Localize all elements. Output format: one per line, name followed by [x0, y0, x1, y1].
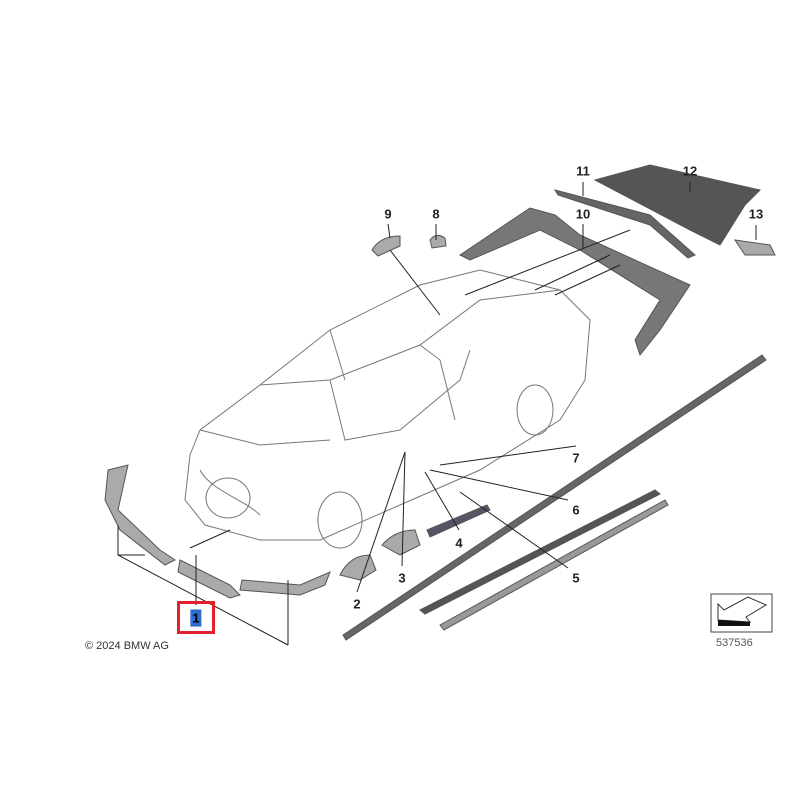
leader-lines: [117, 182, 757, 646]
part-11-lip: [553, 189, 696, 259]
selected-callout-highlight: [177, 601, 215, 634]
part-9-cover: [371, 235, 401, 257]
callout-7[interactable]: 7: [572, 450, 580, 466]
part-1-lip-center: [177, 559, 241, 599]
callout-6[interactable]: 6: [572, 502, 580, 518]
callout-2[interactable]: 2: [353, 596, 361, 612]
callout-label: 1: [190, 609, 202, 627]
callout-12[interactable]: 12: [682, 163, 698, 179]
part-6-stripe: [419, 489, 661, 615]
part-5-stripe: [439, 499, 669, 631]
orientation-icon: [710, 593, 773, 633]
callout-5[interactable]: 5: [572, 570, 580, 586]
part-13-cap: [733, 239, 776, 256]
part-10-diffuser: [459, 207, 691, 357]
part-3-mirror-cap: [381, 529, 421, 556]
callout-10[interactable]: 10: [575, 206, 591, 222]
part-shapes: [104, 164, 776, 641]
part-2-mirror-cap: [339, 554, 377, 581]
part-1-lip-left: [104, 464, 176, 566]
callout-11[interactable]: 11: [576, 163, 590, 179]
diagram-reference-number: 537536: [716, 637, 753, 649]
part-12-spoiler: [593, 164, 761, 246]
callout-4[interactable]: 4: [455, 535, 463, 551]
callout-3[interactable]: 3: [398, 570, 406, 586]
callout-8[interactable]: 8: [432, 206, 440, 222]
part-8-cover: [429, 234, 447, 249]
part-4-sill-plate: [426, 504, 491, 538]
callout-13[interactable]: 13: [748, 206, 764, 222]
part-1-lip-right: [239, 571, 331, 596]
copyright-text: © 2024 BMW AG: [85, 640, 169, 652]
callout-1[interactable]: 1: [190, 609, 202, 627]
car-outline: [184, 269, 591, 549]
callout-9[interactable]: 9: [384, 206, 392, 222]
